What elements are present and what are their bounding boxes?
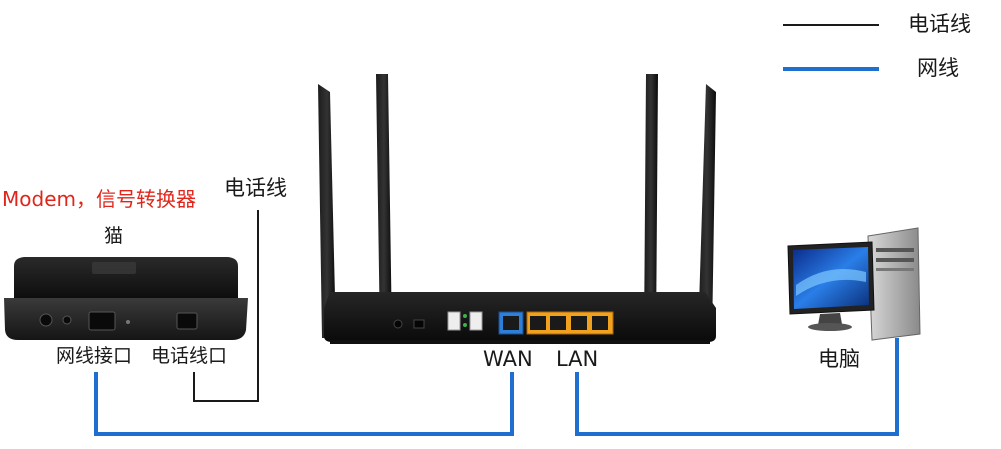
modem-device [4, 257, 248, 340]
router-wan-label: WAN [483, 347, 533, 371]
router-antennas [318, 74, 716, 338]
phone-line-wire [193, 210, 259, 402]
legend-phone-line-label: 电话线 [908, 12, 971, 36]
phone-line-label: 电话线 [224, 176, 287, 200]
modem-caption: Modem，信号转换器 [2, 187, 196, 211]
network-cable-modem-to-wan [94, 372, 514, 436]
modem-phone-port-label: 电话线口 [151, 345, 228, 367]
computer-label: 电脑 [818, 347, 860, 371]
network-cable-lan-to-computer [575, 338, 899, 436]
modem-network-port-label: 网线接口 [56, 345, 133, 367]
router-device [324, 292, 716, 344]
computer-device [787, 227, 921, 341]
legend-network-cable-label: 网线 [917, 56, 959, 80]
router-lan-label: LAN [556, 347, 599, 371]
modem-name: 猫 [104, 225, 124, 247]
